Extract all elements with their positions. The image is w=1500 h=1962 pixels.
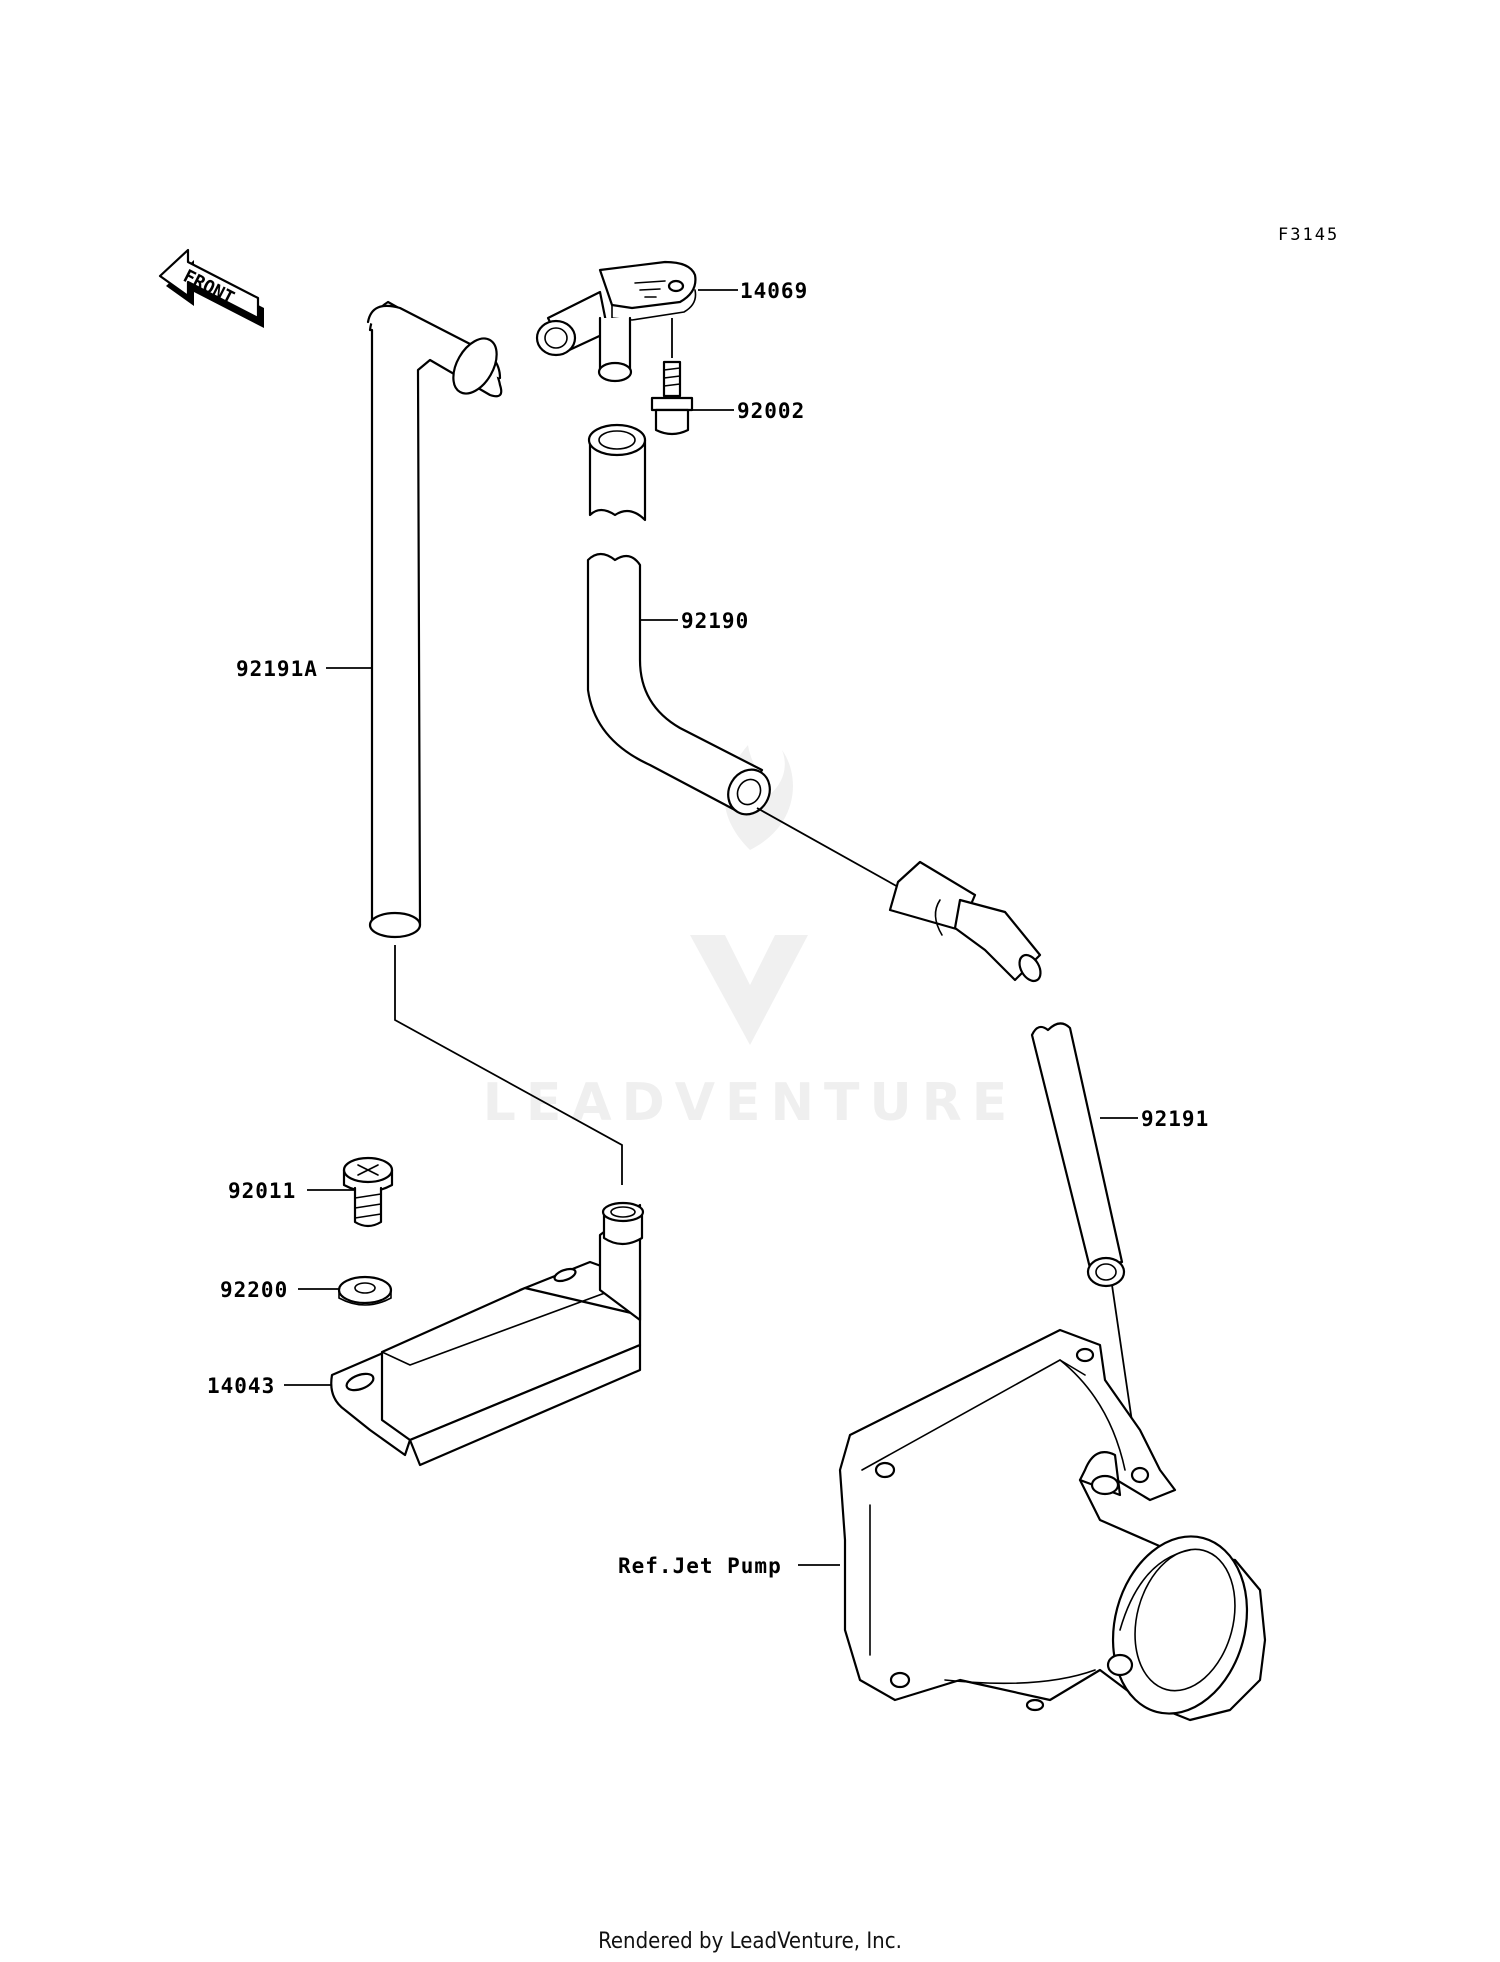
- part-92200-washer: [337, 1275, 393, 1306]
- part-92191A-hose: [366, 300, 503, 939]
- part-14069-fitting: [535, 260, 697, 383]
- part-92011-screw: [342, 1156, 394, 1228]
- part-jet-pump: [838, 1328, 1267, 1722]
- label-92191: 92191: [1141, 1107, 1209, 1131]
- label-14069: 14069: [740, 279, 808, 303]
- label-ref-jet-pump: Ref.Jet Pump: [618, 1554, 782, 1578]
- diagram-code: F3145: [1278, 225, 1339, 245]
- part-92190-hose: [586, 552, 771, 816]
- label-92200: 92200: [220, 1278, 288, 1302]
- leader-lines: [284, 289, 1138, 1566]
- watermark-chevron-icon: [690, 935, 808, 1045]
- label-92002: 92002: [737, 399, 805, 423]
- part-check-valve: [888, 860, 1042, 983]
- front-arrow-icon: FRONT: [158, 248, 264, 328]
- watermark: LEADVENTURE: [483, 745, 1018, 1133]
- label-14043: 14043: [207, 1374, 275, 1398]
- part-92002-bolt: [650, 318, 694, 436]
- part-14043-filter: [330, 1201, 645, 1467]
- label-92191A: 92191A: [236, 657, 318, 681]
- part-short-hose: [587, 423, 647, 522]
- footer-credit: Rendered by LeadVenture, Inc.: [598, 1929, 902, 1954]
- label-92190: 92190: [681, 609, 749, 633]
- watermark-text: LEADVENTURE: [483, 1073, 1018, 1133]
- label-92011: 92011: [228, 1179, 296, 1203]
- part-92191-hose: [1030, 1022, 1126, 1288]
